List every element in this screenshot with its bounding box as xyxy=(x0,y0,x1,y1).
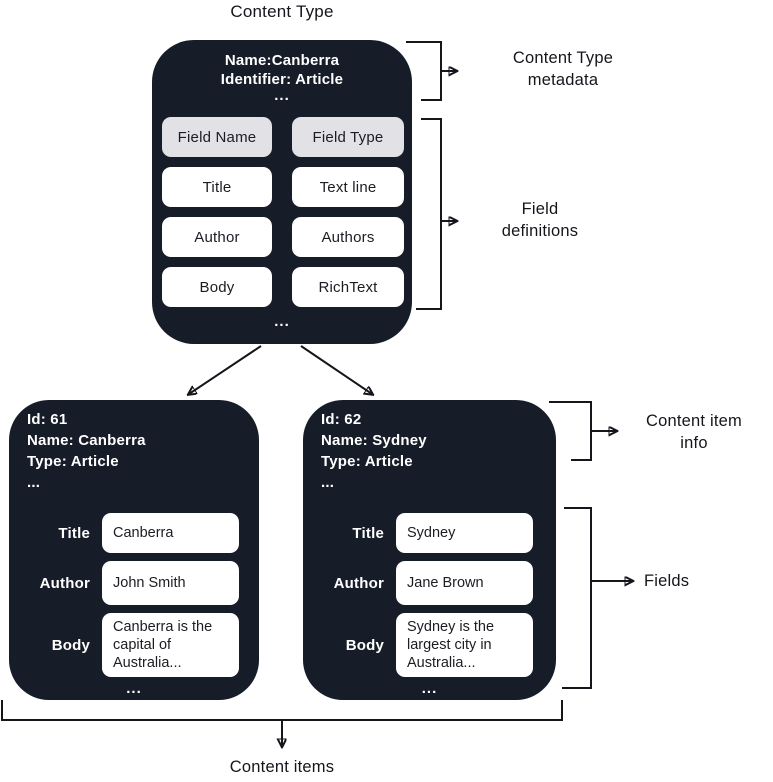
item-footer-ellipsis: ... xyxy=(126,680,142,697)
field-name-chip: Author xyxy=(162,217,272,257)
item-fields: Title Canberra Author John Smith Body Ca… xyxy=(27,513,253,677)
annotation-content-type-metadata: Content Type metadata xyxy=(512,49,614,89)
field-value-box: Jane Brown xyxy=(396,561,533,605)
field-value-box: Sydney xyxy=(396,513,533,553)
field-row-author: Author Jane Brown xyxy=(321,561,550,605)
item-info-block: Id: 61 Name: Canberra Type: Article ... xyxy=(27,409,253,493)
annotation-field-definitions: Field definitions xyxy=(501,200,579,240)
item-info-ellipsis: ... xyxy=(27,474,41,491)
bracket-fields xyxy=(562,507,592,689)
content-type-meta-ellipsis: ... xyxy=(274,87,290,104)
field-value: Jane Brown xyxy=(407,575,484,591)
field-value: Canberra is the capital of Australia... xyxy=(113,619,213,671)
item-info-ellipsis: ... xyxy=(321,474,335,491)
field-row-body: Body Canberra is the capital of Australi… xyxy=(27,613,253,677)
diagram-title: Content Type xyxy=(230,2,334,21)
item-fields: Title Sydney Author Jane Brown Body Sydn… xyxy=(321,513,550,677)
field-type-chip: RichText xyxy=(292,267,404,307)
field-value-box: Sydney is the largest city in Australia.… xyxy=(396,613,533,677)
field-label: Author xyxy=(39,574,90,592)
content-type-metadata-block: Name:Canberra Identifier: Article ... xyxy=(152,40,412,103)
field-value: Sydney xyxy=(407,525,456,541)
field-label: Author xyxy=(333,574,384,592)
field-value-box: Canberra is the capital of Australia... xyxy=(102,613,239,677)
content-type-footer-ellipsis: ... xyxy=(274,313,290,330)
bracket-content-items xyxy=(1,700,563,721)
field-value: Canberra xyxy=(113,525,174,541)
field-name-chip: Body xyxy=(162,267,272,307)
item-info-block: Id: 62 Name: Sydney Type: Article ... xyxy=(321,409,550,493)
item-name: Name: Canberra xyxy=(27,432,146,449)
field-label: Body xyxy=(51,636,90,654)
item-type: Type: Article xyxy=(27,453,119,470)
item-footer-ellipsis: ... xyxy=(421,680,438,697)
field-type-header-chip: Field Type xyxy=(292,117,404,157)
annotation-content-item-info: Content item info xyxy=(646,412,742,452)
field-value-box: John Smith xyxy=(102,561,239,605)
field-row-body: Body Sydney is the largest city in Austr… xyxy=(321,613,550,677)
field-value-box: Canberra xyxy=(102,513,239,553)
annotation-content-items: Content items xyxy=(229,758,335,776)
item-id: Id: 62 xyxy=(321,411,362,428)
content-type-identifier: Identifier: Article xyxy=(220,71,344,88)
field-type-chip: Text line xyxy=(292,167,404,207)
content-type-box: Name:Canberra Identifier: Article ... Fi… xyxy=(152,40,412,344)
field-row-author: Author John Smith xyxy=(27,561,253,605)
field-definitions-grid: Field Name Field Type Title Text line Au… xyxy=(152,117,412,307)
field-label: Body xyxy=(345,636,384,654)
content-type-name: Name:Canberra xyxy=(224,52,340,69)
item-name: Name: Sydney xyxy=(321,432,427,449)
field-label: Title xyxy=(58,524,90,542)
field-label: Title xyxy=(352,524,384,542)
content-item-box-canberra: Id: 61 Name: Canberra Type: Article ... … xyxy=(9,400,259,700)
item-id: Id: 61 xyxy=(27,411,68,428)
field-name-chip: Title xyxy=(162,167,272,207)
annotation-fields: Fields xyxy=(644,572,690,590)
arrow-to-item-2-icon xyxy=(300,345,372,394)
field-value: John Smith xyxy=(113,575,186,591)
item-type: Type: Article xyxy=(321,453,413,470)
arrow-to-item-1-icon xyxy=(189,345,262,394)
content-item-box-sydney: Id: 62 Name: Sydney Type: Article ... Ti… xyxy=(303,400,556,700)
field-row-title: Title Sydney xyxy=(321,513,550,553)
field-type-chip: Authors xyxy=(292,217,404,257)
bracket-field-definitions xyxy=(416,118,442,310)
field-row-title: Title Canberra xyxy=(27,513,253,553)
field-value: Sydney is the largest city in Australia.… xyxy=(407,619,495,671)
field-name-header-chip: Field Name xyxy=(162,117,272,157)
